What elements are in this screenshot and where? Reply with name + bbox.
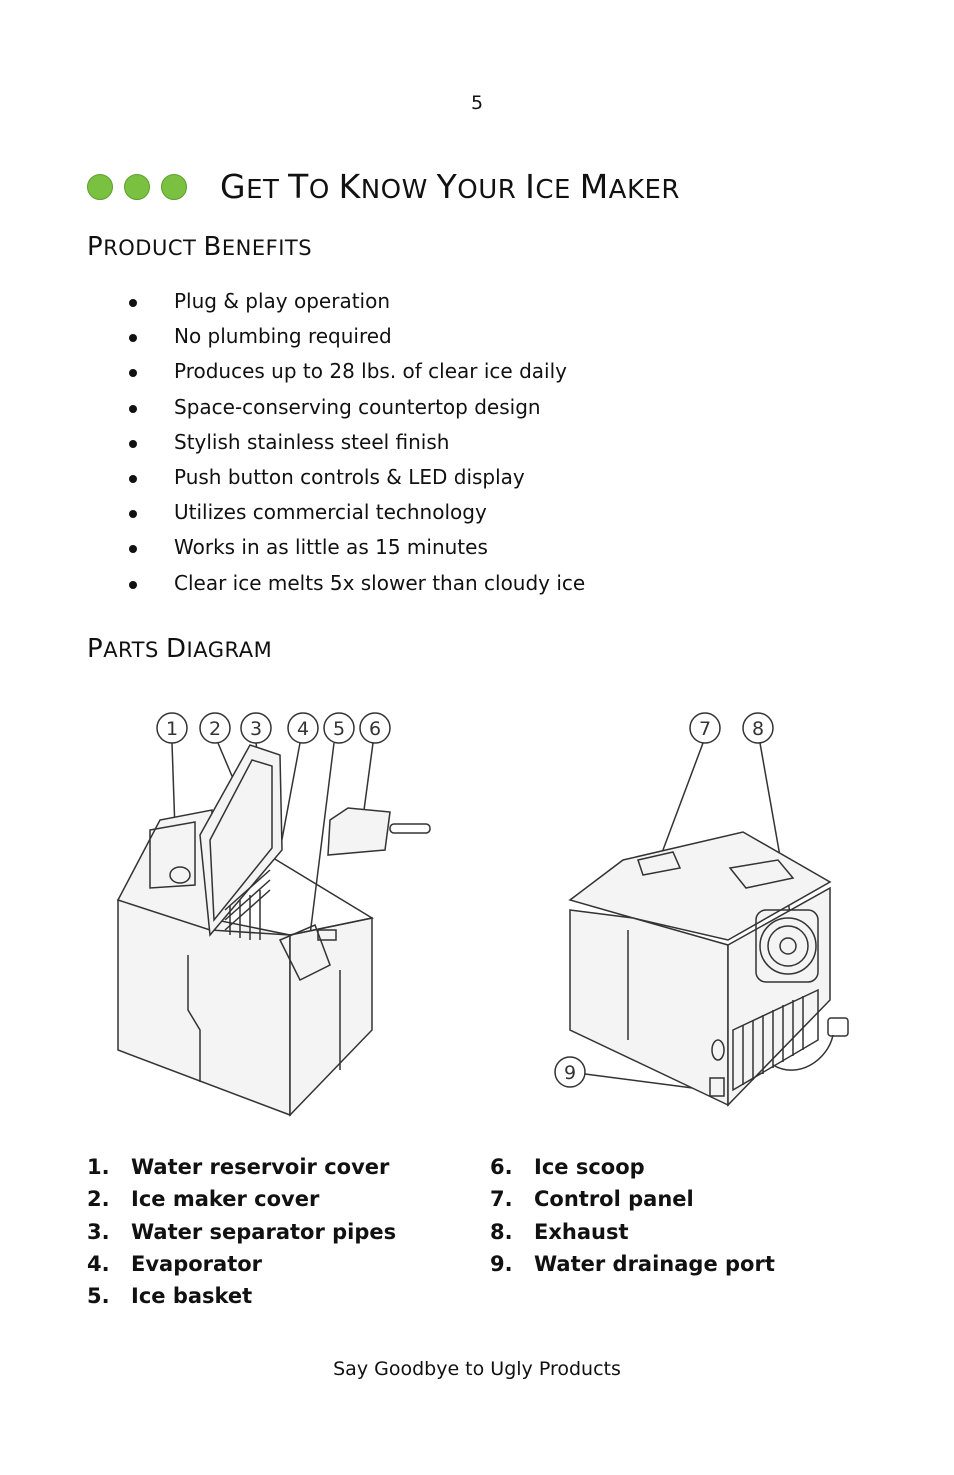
green-dot-icon (161, 173, 187, 200)
page-title-row: GET TO KNOW YOUR ICE MAKER (87, 150, 680, 224)
callout-circle (323, 712, 355, 744)
evaporator-grid (224, 869, 271, 940)
product-benefits-heading: PRODUCT BENEFITS (87, 232, 313, 262)
callout-9: 9 (564, 1062, 576, 1084)
list-item: No plumbing required (127, 321, 585, 356)
vent-grille (732, 988, 819, 1092)
parts-list-left: 1.Water reservoir cover 2.Ice maker cove… (87, 1152, 396, 1313)
list-item: 1.Water reservoir cover (87, 1155, 390, 1179)
ice-maker-rear-diagram: 7 8 9 (554, 712, 849, 1107)
callout-1: 1 (166, 718, 178, 740)
callout-circle (287, 712, 319, 744)
page-footer: Say Goodbye to Ugly Products (333, 1358, 621, 1380)
list-item: 2.Ice maker cover (87, 1187, 320, 1212)
ice-maker-front-diagram: 1 2 3 4 5 6 (116, 712, 431, 1117)
list-item: Utilizes commercial technology (127, 497, 585, 532)
green-dot-icon (124, 173, 150, 200)
list-item: 4.Evaporator (87, 1251, 263, 1276)
list-item: 9.Water drainage port (490, 1251, 775, 1276)
exhaust-fan-drawing (755, 909, 819, 983)
parts-list-right: 6.Ice scoop 7.Control panel 8.Exhaust 9.… (490, 1152, 775, 1281)
list-item: 3.Water separator pipes (87, 1219, 397, 1244)
callout-8: 8 (752, 718, 764, 740)
callout-circle (199, 712, 231, 744)
page-title: GET TO KNOW YOUR ICE MAKER (220, 167, 681, 207)
list-item: Push button controls & LED display (127, 462, 585, 497)
callout-circle (689, 712, 721, 744)
list-item: 8.Exhaust (490, 1219, 629, 1244)
list-item: Clear ice melts 5x slower than cloudy ic… (127, 568, 585, 603)
list-item: Plug & play operation (127, 286, 585, 321)
callout-6: 6 (369, 718, 381, 740)
callouts: 7 8 9 (554, 712, 794, 1091)
list-item: 5.Ice basket (87, 1284, 253, 1309)
list-item: 6.Ice scoop (490, 1155, 645, 1179)
list-item: Works in as little as 15 minutes (127, 532, 585, 567)
list-item: Space-conserving countertop design (127, 392, 585, 427)
green-dot-icon (87, 173, 113, 200)
list-item: Produces up to 28 lbs. of clear ice dail… (127, 356, 585, 391)
benefits-list: Plug & play operation No plumbing requir… (127, 286, 585, 603)
callout-3: 3 (250, 718, 262, 740)
list-item: Stylish stainless steel finish (127, 427, 585, 462)
callout-circle (554, 1056, 586, 1088)
callout-circle (359, 712, 391, 744)
page-number: 5 (470, 92, 484, 114)
callout-circle (742, 712, 774, 744)
callout-5: 5 (333, 718, 345, 740)
callout-2: 2 (209, 718, 221, 740)
callout-7: 7 (699, 718, 711, 740)
ice-scoop-drawing (327, 807, 431, 856)
callout-4: 4 (297, 718, 309, 740)
parts-diagram-heading: PARTS DIAGRAM (87, 634, 273, 664)
list-item: 7.Control panel (490, 1187, 694, 1212)
